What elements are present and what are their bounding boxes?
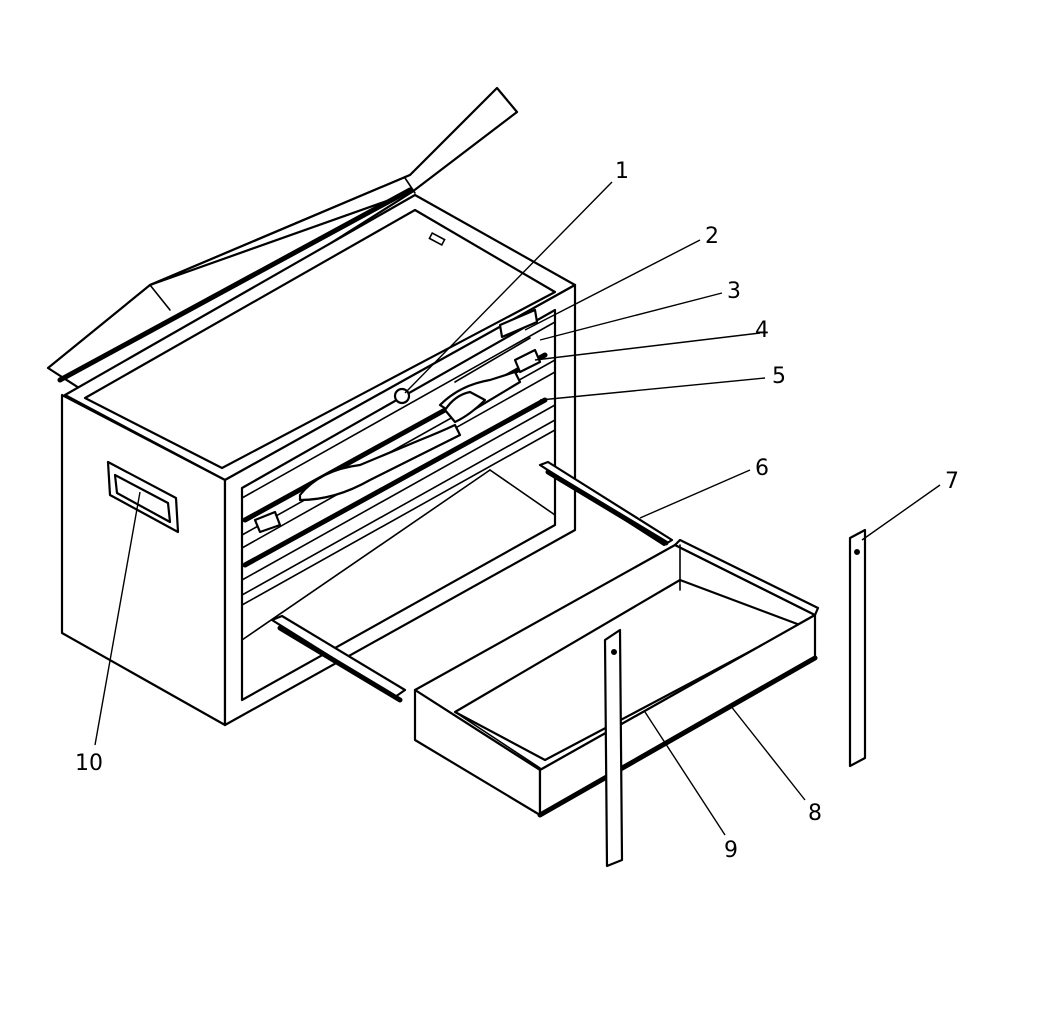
callout-3: 3: [727, 279, 741, 304]
leader-6: [639, 469, 751, 519]
drawer-liner-9: [603, 628, 624, 868]
callout-4: 4: [755, 318, 769, 343]
leader-10: [94, 491, 141, 746]
callout-6: 6: [755, 456, 769, 481]
leader-lines: [94, 181, 941, 836]
callout-5: 5: [772, 364, 786, 389]
drawer-liner-7: [848, 528, 867, 768]
drawer-slides: [270, 460, 674, 703]
callout-8: 8: [808, 801, 822, 826]
callout-1: 1: [615, 159, 629, 184]
leader-1: [404, 181, 613, 394]
leader-3: [539, 292, 723, 341]
callout-9: 9: [724, 838, 738, 863]
leader-4: [534, 332, 761, 361]
callout-10: 10: [75, 751, 103, 776]
leader-8: [729, 704, 806, 801]
leader-7: [861, 484, 941, 541]
side-handle: [106, 460, 180, 534]
callout-2: 2: [705, 224, 719, 249]
chest-lid: [46, 86, 519, 397]
leader-9: [644, 711, 726, 836]
callout-7: 7: [945, 469, 959, 494]
callout-labels: 1 2 3 4 5 6 7 8 9 10: [75, 159, 959, 863]
leader-2: [524, 239, 701, 331]
leader-5: [539, 377, 766, 401]
stored-tools: [253, 308, 542, 534]
chest-top-tray: [63, 193, 577, 482]
